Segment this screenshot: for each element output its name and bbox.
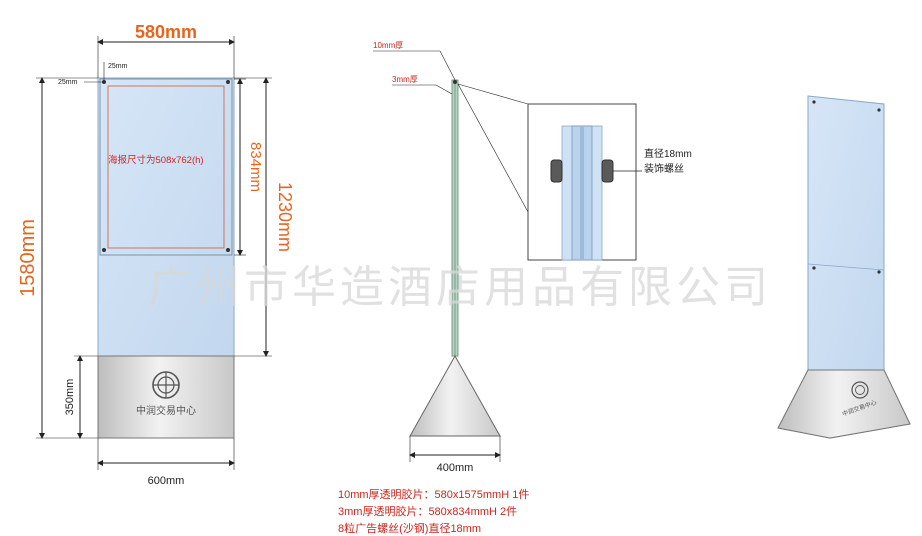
logo-mark-icon bbox=[851, 381, 869, 399]
bolt-cap-icon bbox=[550, 159, 563, 183]
screw-icon bbox=[812, 100, 816, 104]
dim-base-width: 600mm bbox=[148, 475, 185, 487]
side-view: 10mm厚 3mm厚 直径18mm 装饰螺丝 400mm bbox=[373, 41, 692, 474]
note-line-1: 10mm厚透明胶片：580x1575mmH 1件 bbox=[338, 489, 530, 501]
dim-side-base-width: 400mm bbox=[437, 462, 474, 474]
front-poster-area bbox=[107, 85, 225, 249]
front-poster-frame bbox=[99, 78, 233, 256]
screw-icon bbox=[226, 80, 230, 84]
perspective-view: 中润交易中心 bbox=[777, 95, 911, 439]
perspective-panel bbox=[807, 95, 885, 385]
dim-panel-height: 834mm bbox=[247, 142, 264, 192]
dim-margin-left: 25mm bbox=[58, 79, 78, 86]
front-view: 中润交易中心 580mm 25mm 25mm 海报尺寸为508x762(h) 8… bbox=[17, 22, 295, 487]
bolt-label-line1: 直径18mm bbox=[644, 147, 692, 160]
screw-icon bbox=[877, 108, 881, 112]
dim-margin-top: 25mm bbox=[108, 63, 128, 70]
bolt-label-line2: 装饰螺丝 bbox=[644, 162, 684, 175]
dim-upper-height: 1230mm bbox=[275, 182, 295, 252]
label-3mm-thick: 3mm厚 bbox=[392, 75, 418, 84]
screw-icon bbox=[812, 266, 816, 270]
screw-icon bbox=[102, 248, 106, 252]
note-line-2: 3mm厚透明胶片：580x834mmH 2件 bbox=[338, 506, 518, 518]
dim-total-height: 1580mm bbox=[17, 219, 39, 297]
front-logo-text: 中润交易中心 bbox=[136, 404, 196, 417]
dim-base-height: 350mm bbox=[64, 379, 76, 416]
front-acrylic-panel bbox=[97, 77, 235, 357]
screw-icon bbox=[226, 248, 230, 252]
label-10mm-thick: 10mm厚 bbox=[373, 41, 403, 50]
side-base bbox=[409, 354, 501, 437]
dim-top-width: 580mm bbox=[135, 22, 197, 42]
watermark-text: 广州市华造酒店用品有限公司 bbox=[148, 263, 772, 312]
logo-mark-icon bbox=[152, 371, 180, 399]
screw-icon bbox=[877, 270, 881, 274]
poster-size-label: 海报尺寸为508x762(h) bbox=[108, 154, 204, 166]
note-line-3: 8粒广告螺丝(沙钢)直径18mm bbox=[338, 523, 482, 535]
bolt-cap-icon bbox=[601, 159, 614, 183]
